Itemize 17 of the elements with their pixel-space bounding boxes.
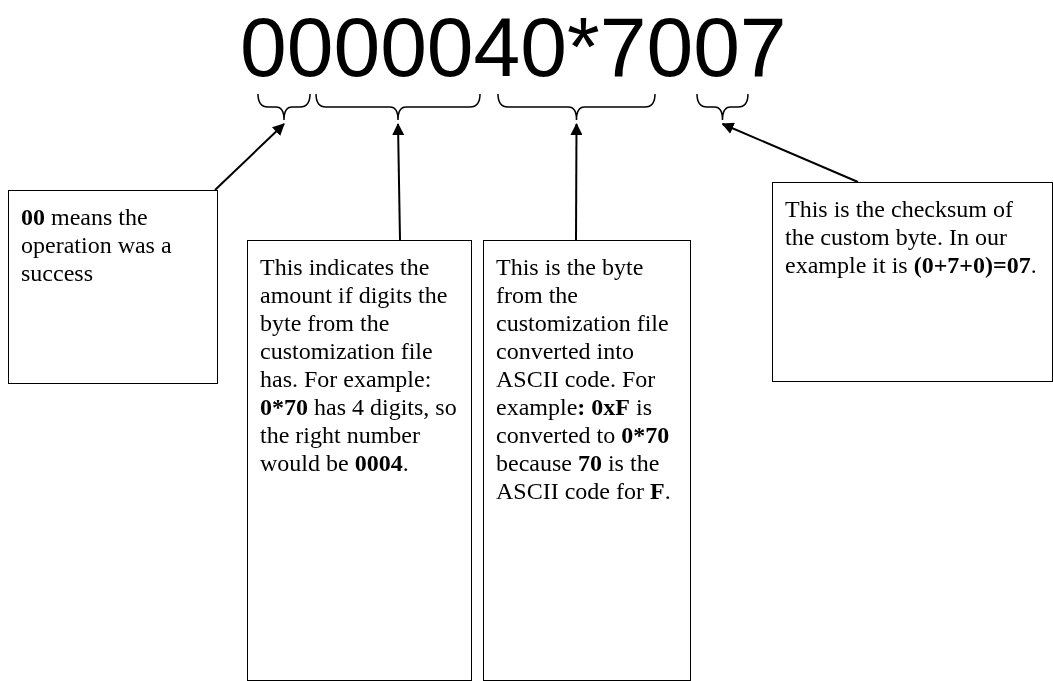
callout-box xyxy=(247,240,472,681)
callout-text: This is the byte from the customization file converted into ASCII code. For example: 0xF is converted to 0*70 because 70 is the ASCII code for F. xyxy=(496,253,672,505)
leader-arrow xyxy=(721,122,859,183)
leader-arrow xyxy=(570,123,583,241)
title: 0000040*7007 xyxy=(240,2,787,92)
curly-brace xyxy=(497,93,656,121)
leader-arrow xyxy=(392,123,405,241)
callout-box xyxy=(8,190,218,384)
callout-box xyxy=(483,240,691,681)
callout-box xyxy=(772,182,1053,382)
callout-text: This indicates the amount if digits the byte from the customization file has. For example: 0*70 has 4 digits, so the right number would be 0004. xyxy=(260,253,458,477)
leader-arrow xyxy=(214,123,285,191)
curly-brace xyxy=(257,93,311,121)
callout-text: This is the checksum of the custom byte. In our example it is (0+7+0)=07. xyxy=(785,195,1038,279)
callout-text: 00 means the operation was a success xyxy=(21,203,173,287)
curly-brace xyxy=(315,93,481,121)
curly-brace xyxy=(696,93,749,121)
